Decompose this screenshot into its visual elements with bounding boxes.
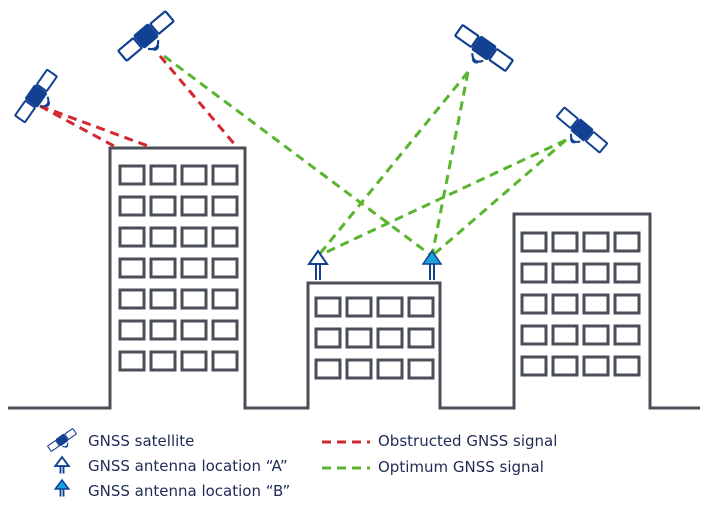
building-window	[613, 231, 641, 253]
optimum-signals	[163, 54, 567, 258]
building-window	[180, 288, 208, 310]
legend-optimum-label: Optimum GNSS signal	[378, 458, 544, 476]
building-window	[180, 319, 208, 341]
building-window	[345, 358, 373, 380]
building-window	[376, 327, 404, 349]
building-window	[551, 262, 579, 284]
legend-antenna-b-icon	[53, 478, 71, 497]
building-window	[582, 262, 610, 284]
building-window	[211, 257, 239, 279]
building-window	[149, 319, 177, 341]
building-window	[345, 296, 373, 318]
building-window	[118, 350, 146, 372]
building-window	[551, 231, 579, 253]
building-window	[211, 195, 239, 217]
building-window	[149, 195, 177, 217]
building-window	[314, 358, 342, 380]
building-window	[118, 195, 146, 217]
building-window	[211, 319, 239, 341]
optimum-signal-line	[430, 71, 470, 257]
antenna-a-icon	[307, 249, 329, 280]
building-window	[180, 226, 208, 248]
satellite-icon	[549, 104, 610, 161]
satellite-icon	[447, 22, 516, 81]
building-window	[376, 296, 404, 318]
building-window	[613, 324, 641, 346]
obstructed-signal-line	[158, 55, 238, 147]
building-middle-windows	[314, 296, 435, 380]
building-window	[118, 319, 146, 341]
building-window	[551, 293, 579, 315]
building-window	[211, 226, 239, 248]
building-window	[180, 350, 208, 372]
obstructed-signal-line	[39, 104, 115, 148]
building-window	[149, 288, 177, 310]
optimum-signal-line	[317, 138, 567, 258]
building-window	[211, 288, 239, 310]
building-window	[180, 195, 208, 217]
ground-line	[8, 146, 700, 410]
building-window	[613, 262, 641, 284]
building-window	[582, 355, 610, 377]
building-window	[520, 355, 548, 377]
building-window	[376, 358, 404, 380]
building-window	[149, 164, 177, 186]
building-window	[582, 231, 610, 253]
building-window	[180, 257, 208, 279]
building-window	[520, 293, 548, 315]
building-window	[520, 324, 548, 346]
building-window	[582, 293, 610, 315]
building-window	[211, 350, 239, 372]
building-window	[118, 226, 146, 248]
legend-antenna-a-label: GNSS antenna location “A”	[88, 457, 288, 475]
building-window	[149, 350, 177, 372]
satellite-icon	[12, 67, 66, 129]
building-window	[613, 355, 641, 377]
optimum-signal-line	[316, 71, 470, 257]
building-window	[211, 164, 239, 186]
building-window	[520, 231, 548, 253]
obstructed-signal-line	[39, 104, 149, 148]
building-window	[180, 164, 208, 186]
building-window	[613, 293, 641, 315]
building-window	[407, 327, 435, 349]
building-window	[118, 288, 146, 310]
optimum-signal-line	[163, 54, 433, 258]
building-window	[149, 226, 177, 248]
legend-antenna-a-icon	[53, 455, 71, 474]
obstructed-signals	[39, 55, 238, 148]
building-window	[407, 296, 435, 318]
building-window	[118, 257, 146, 279]
building-right-windows	[520, 231, 641, 377]
building-window	[345, 327, 373, 349]
legend-antenna-b-label: GNSS antenna location “B”	[88, 482, 291, 500]
building-window	[407, 358, 435, 380]
building-window	[314, 296, 342, 318]
building-window	[551, 324, 579, 346]
legend-satellite-label: GNSS satellite	[88, 432, 195, 450]
building-window	[314, 327, 342, 349]
legend-satellite-icon	[46, 427, 81, 457]
building-left-windows	[118, 164, 239, 372]
building-window	[582, 324, 610, 346]
antenna-b-icon	[421, 249, 443, 280]
building-window	[551, 355, 579, 377]
legend-obstructed-label: Obstructed GNSS signal	[378, 432, 558, 450]
building-window	[520, 262, 548, 284]
building-window	[118, 164, 146, 186]
building-window	[149, 257, 177, 279]
